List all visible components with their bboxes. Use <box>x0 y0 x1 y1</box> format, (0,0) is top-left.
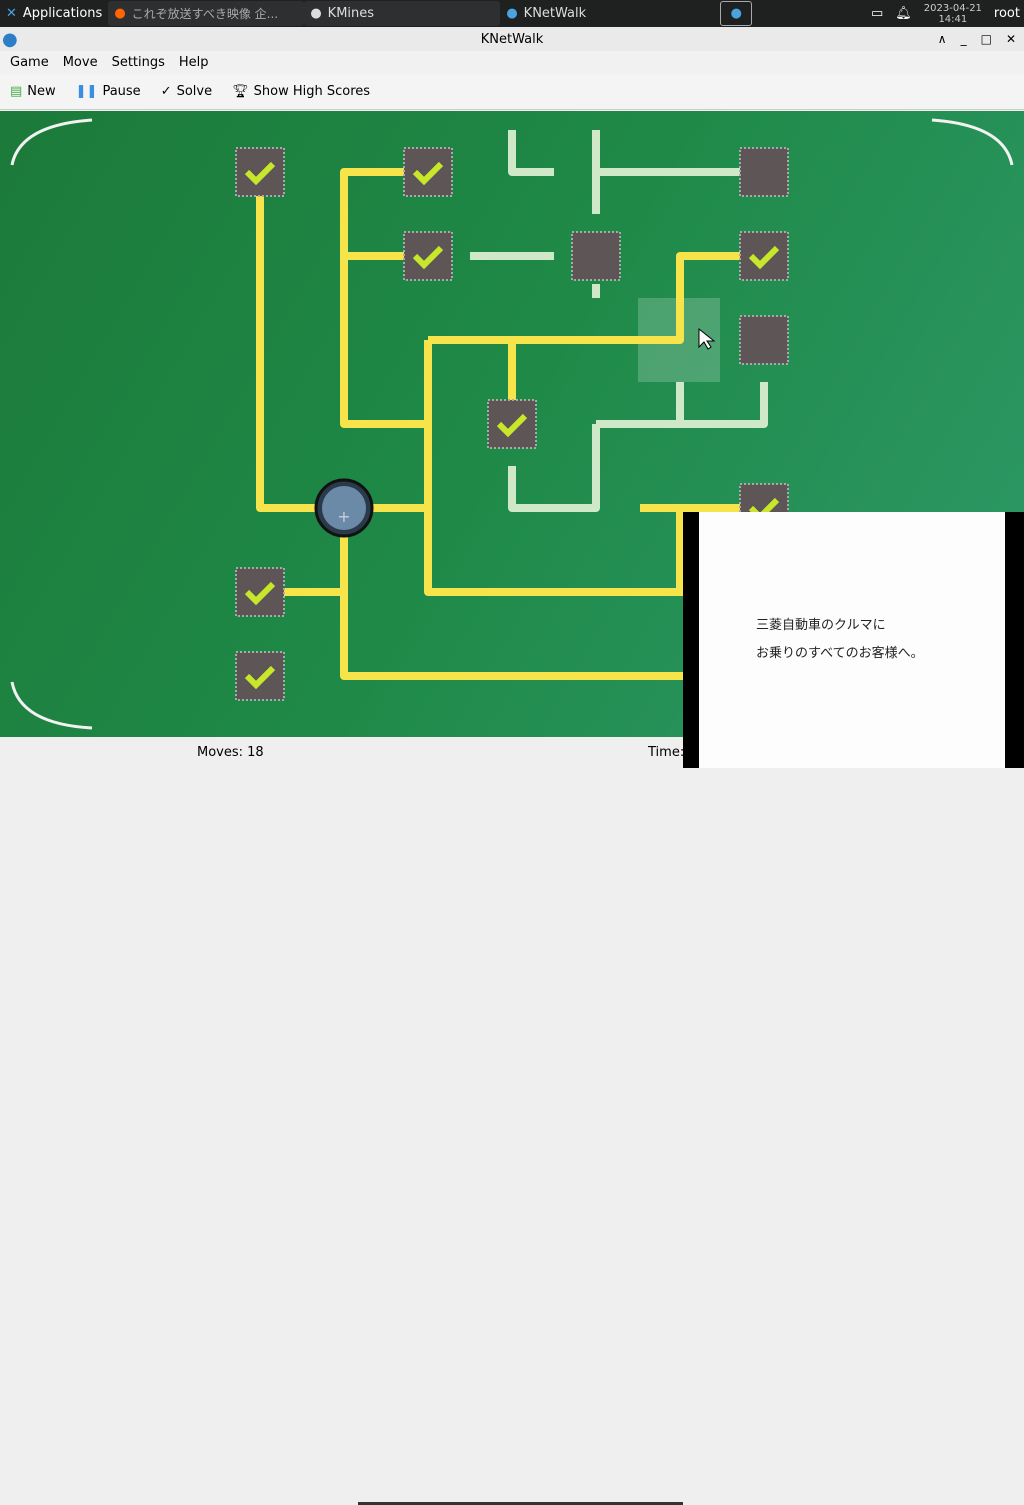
check-icon <box>748 245 780 270</box>
high-scores-button[interactable]: 🏆︎Show High Scores <box>232 84 371 99</box>
new-button[interactable]: ▤New <box>10 84 56 99</box>
user-label[interactable]: root <box>993 6 1020 21</box>
video-overlay[interactable]: 三菱自動車のクルマにお乗りのすべてのお客様へ。 <box>683 512 1024 768</box>
computer-disconnected[interactable] <box>739 147 789 197</box>
mouse-cursor-icon <box>698 327 716 350</box>
knetwalk-icon: ● <box>730 6 742 21</box>
check-circle-icon: ✓ <box>160 84 172 99</box>
trophy-icon: 🏆︎ <box>232 84 249 99</box>
task-knetwalk[interactable]: ●KNetWalk <box>506 6 587 21</box>
computer-connected[interactable] <box>235 147 285 197</box>
clock-date: 2023-04-21 <box>923 2 982 14</box>
clock-time: 14:41 <box>938 13 968 25</box>
pause-icon: ❚❚ <box>75 84 98 99</box>
close-icon[interactable]: ✕ <box>1005 32 1016 46</box>
disconnected-cables <box>470 130 768 512</box>
kmines-icon: ● <box>310 6 322 21</box>
check-icon <box>244 161 276 186</box>
app-icon: ● <box>2 28 18 50</box>
board-corners <box>10 118 1014 730</box>
taskbar: ✕Applications ●これぞ放送すべき映像 企... ●KMines ●… <box>0 0 1024 27</box>
computer-connected[interactable] <box>235 567 285 617</box>
knetwalk-icon: ● <box>506 6 518 21</box>
svg-text:+: + <box>337 507 350 526</box>
applications-menu[interactable]: ✕Applications <box>6 6 103 21</box>
game-board[interactable]: + <box>0 111 1024 737</box>
battery-icon[interactable]: ▭ <box>870 6 884 21</box>
network-grid[interactable]: + <box>0 111 1024 737</box>
check-icon <box>496 413 528 438</box>
firefox-icon: ● <box>114 6 126 21</box>
check-icon <box>412 161 444 186</box>
menu-game[interactable]: Game <box>10 55 49 70</box>
solve-button[interactable]: ✓Solve <box>160 84 213 99</box>
apps-icon: ✕ <box>6 6 17 21</box>
check-icon <box>244 581 276 606</box>
computer-connected[interactable] <box>235 651 285 701</box>
computer-connected[interactable] <box>403 231 453 281</box>
time-counter: Time: <box>648 745 685 760</box>
menu-settings[interactable]: Settings <box>111 55 165 70</box>
check-icon <box>244 665 276 690</box>
new-icon: ▤ <box>10 84 23 99</box>
video-caption-line1: 三菱自動車のクルマに <box>756 618 886 633</box>
check-icon <box>412 245 444 270</box>
toolbar: ▤New ❚❚Pause ✓Solve 🏆︎Show High Scores <box>0 74 1024 110</box>
keep-above-icon[interactable]: ∧ <box>937 32 947 46</box>
server[interactable]: + <box>314 478 374 538</box>
computer-connected[interactable] <box>403 147 453 197</box>
minimize-icon[interactable]: _ <box>960 32 967 46</box>
menu-move[interactable]: Move <box>62 55 98 70</box>
video-caption-line2: お乗りのすべてのお客様へ。 <box>756 646 924 661</box>
moves-counter: Moves: 18 <box>197 745 264 760</box>
window-title: KNetWalk <box>480 31 544 47</box>
pause-button[interactable]: ❚❚Pause <box>75 84 141 99</box>
maximize-icon[interactable]: □ <box>980 32 992 46</box>
computer-disconnected[interactable] <box>739 315 789 365</box>
menu-bar: Game Move Settings Help <box>0 51 1024 74</box>
task-kmines[interactable]: ●KMines <box>304 1 501 26</box>
bell-icon[interactable]: 🔔︎ <box>895 6 912 21</box>
task-firefox[interactable]: ●これぞ放送すべき映像 企... <box>108 1 305 26</box>
computer-connected[interactable] <box>487 399 537 449</box>
title-bar: ● KNetWalk ∧ _ □ ✕ <box>0 27 1024 51</box>
computer-disconnected[interactable] <box>571 231 621 281</box>
workspace-button[interactable]: ● <box>720 1 753 26</box>
computer-connected[interactable] <box>739 231 789 281</box>
menu-help[interactable]: Help <box>178 55 209 70</box>
